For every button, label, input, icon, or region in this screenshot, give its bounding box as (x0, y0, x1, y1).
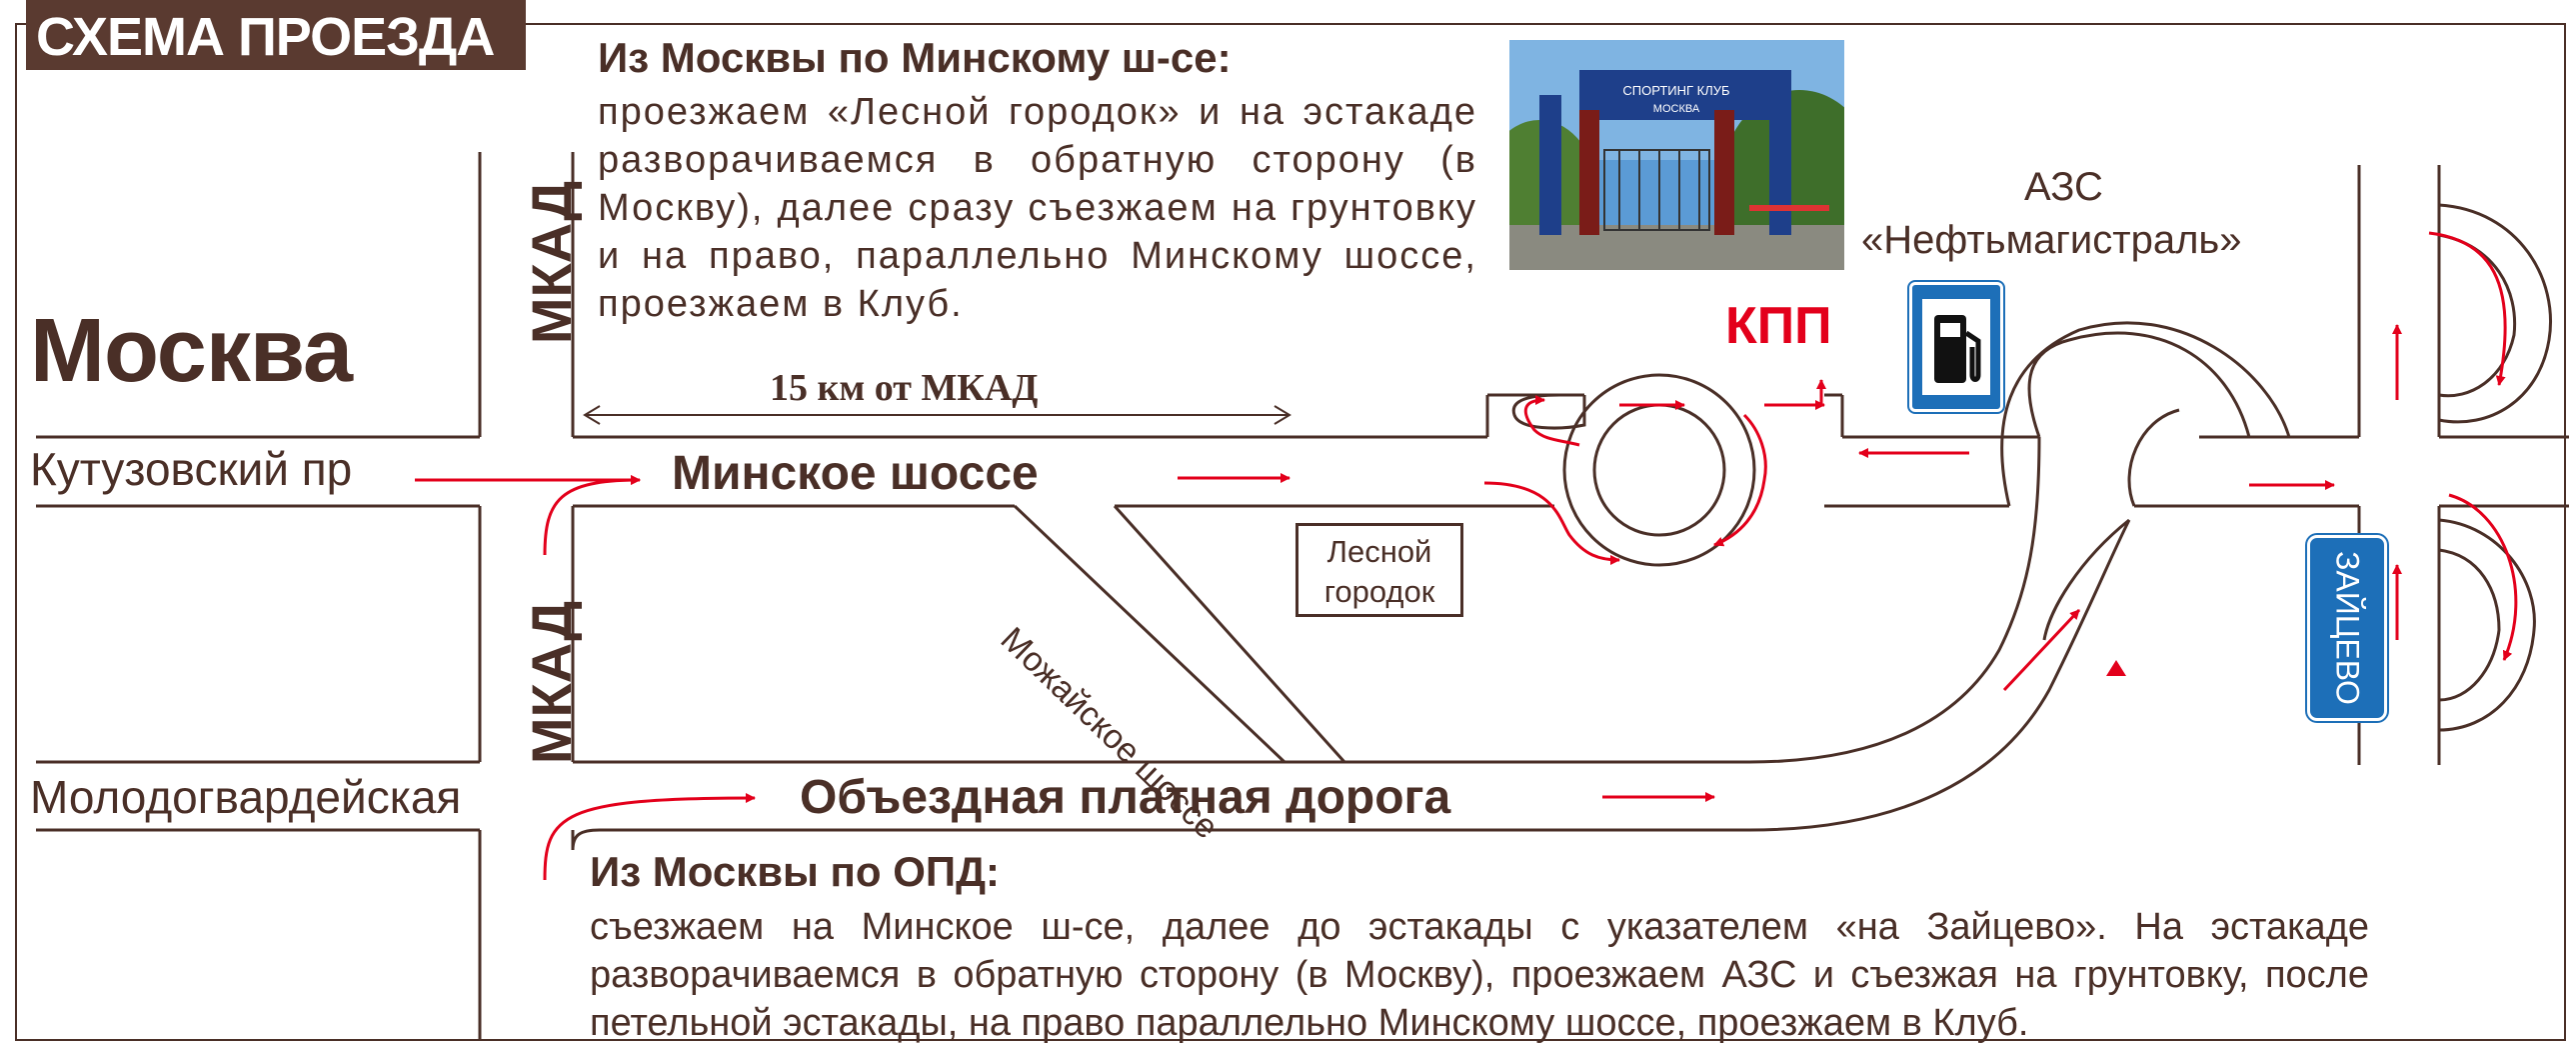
small-triangle-marker (2106, 660, 2126, 676)
red-arrow-icon (1523, 395, 1580, 447)
azs-label-line1: АЗС (2024, 165, 2103, 209)
club-gate-photo: СПОРТИНГ КЛУБ МОСКВА (1509, 40, 1844, 270)
zaitsevo-sign: ЗАЙЦЕВО (2307, 535, 2387, 721)
title-banner (26, 0, 526, 70)
red-arrow-icon (543, 793, 756, 881)
route-minsk-text: проезжаем «Лесной городок» и на эстакаде… (598, 91, 1477, 325)
photo-sign-line1: СПОРТИНГ КЛУБ (1622, 83, 1729, 98)
opd-label: Объездная платная дорога (800, 771, 1451, 824)
route-opd-text: съезжаем на Минское ш-се, далее до эстак… (590, 906, 2369, 1044)
molodogvardeyskaya-label: Молодогвардейская (30, 771, 462, 823)
zaitsevo-label: ЗАЙЦЕВО (2329, 551, 2366, 705)
red-arrow-icon (543, 475, 641, 556)
city-label: Москва (30, 301, 353, 401)
distance-label: 15 км от МКАД (770, 367, 1039, 409)
minskoe-label: Минское шоссе (672, 447, 1039, 500)
map-frame (15, 23, 2566, 1041)
route-minsk-heading: Из Москвы по Минскому ш-се: (598, 34, 1232, 81)
azs-label-line2: «Нефтьмагистраль» (1861, 218, 2242, 262)
red-arrow-icon (2002, 608, 2081, 692)
lesnoy-line1: Лесной (1326, 534, 1432, 569)
red-arrow-icon (1483, 481, 1620, 565)
fuel-station-sign (1909, 282, 2003, 412)
red-arrow-icon (1713, 413, 1767, 547)
route-arrows (415, 231, 2518, 881)
red-arrow-icon (2428, 231, 2507, 386)
page-title: СХЕМА ПРОЕЗДА (36, 7, 495, 67)
red-arrow-icon (2448, 493, 2518, 661)
kutuzovsky-label: Кутузовский пр (30, 443, 353, 495)
photo-sign-line2: МОСКВА (1653, 103, 1700, 115)
mkad-label-upper: МКАД (520, 180, 584, 345)
lesnoy-line2: городок (1323, 574, 1435, 609)
fuel-station-icon (1922, 299, 1990, 395)
lesnoy-gorodok-box: Лесной городок (1295, 523, 1463, 617)
kpp-label: КПП (1725, 297, 1832, 355)
mkad-label-lower: МКАД (520, 600, 584, 765)
roads (36, 152, 2569, 1040)
distance-marker (583, 405, 1291, 425)
route-opd-heading: Из Москвы по ОПД: (590, 848, 1001, 895)
